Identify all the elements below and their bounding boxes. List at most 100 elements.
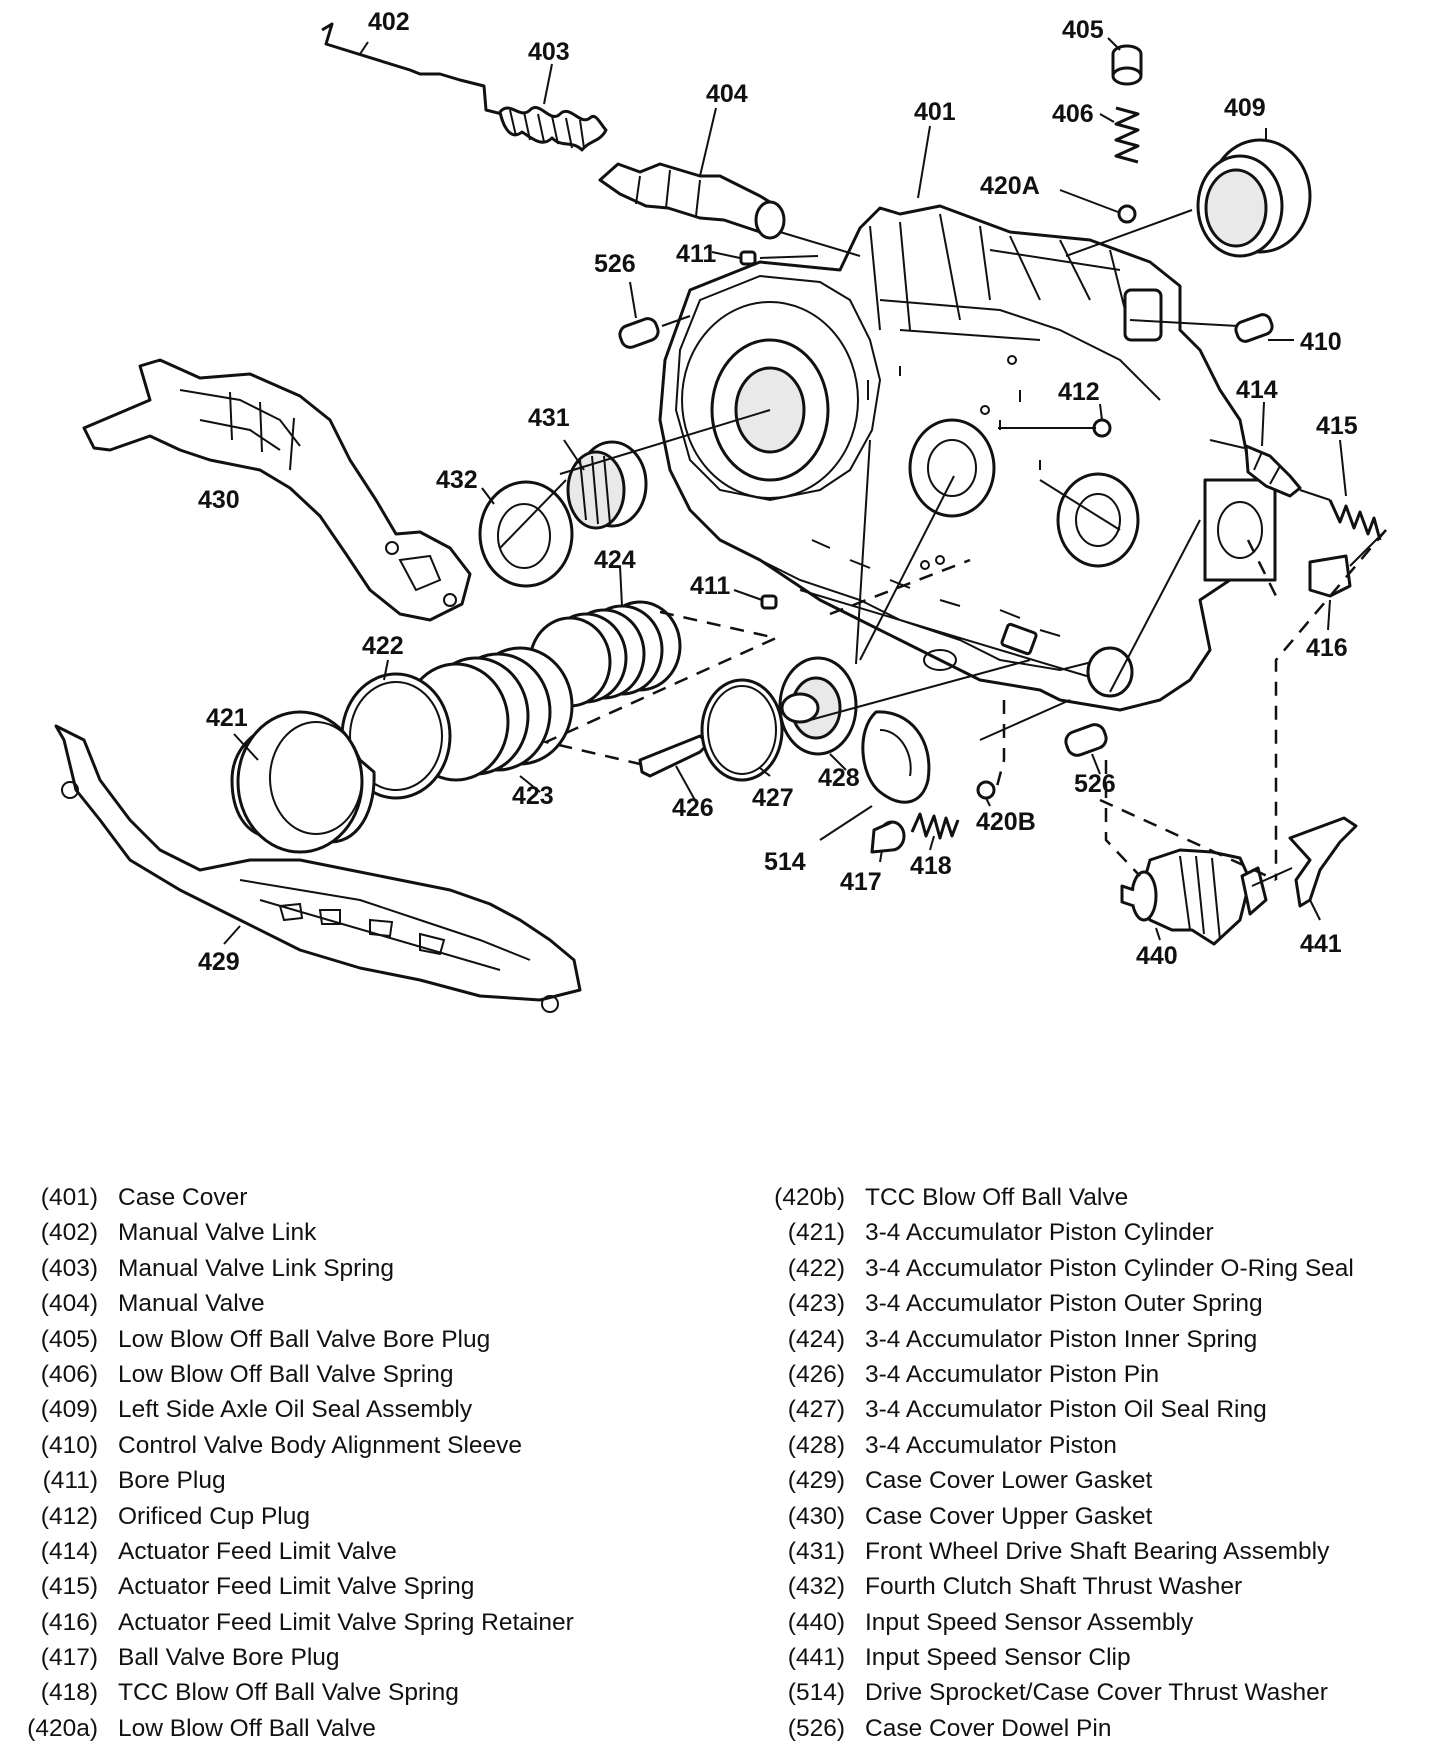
legend-part-number: (415) [40, 1573, 98, 1601]
legend-part-number: (411) [42, 1467, 98, 1495]
callout-432: 432 [436, 466, 478, 494]
sensor-clip-441 [1288, 816, 1358, 908]
legend-part-number: (424) [787, 1325, 845, 1353]
bore-plug-411b [760, 594, 778, 610]
callout-404: 404 [706, 80, 748, 108]
legend-row: (432)Fourth Clutch Shaft Thrust Washer [755, 1569, 1455, 1604]
legend-part-name: Manual Valve [118, 1290, 265, 1318]
parts-legend-left: (401)Case Cover(402)Manual Valve Link(40… [0, 1180, 740, 1746]
legend-part-number: (428) [787, 1431, 845, 1459]
legend-part-name: TCC Blow Off Ball Valve [865, 1184, 1129, 1211]
legend-part-name: Control Valve Body Alignment Sleeve [118, 1431, 523, 1459]
dashed-alignment-lines [542, 529, 1387, 882]
callout-403: 403 [528, 38, 570, 66]
legend-part-number: (426) [787, 1360, 845, 1388]
exploded-view-diagram: 402 403 404 401 405 406 409 420A 411 526… [54, 8, 1387, 1013]
callout-410: 410 [1300, 328, 1342, 356]
legend-part-name: Drive Sprocket/Case Cover Thrust Washer [865, 1679, 1328, 1707]
inner-spring-424 [528, 600, 682, 708]
feed-limit-valve-spring-415 [1328, 499, 1382, 541]
spring-retainer-416 [1308, 554, 1352, 598]
legend-row: (440)Input Speed Sensor Assembly [755, 1605, 1455, 1640]
ball-valve-spring-418 [910, 812, 960, 840]
feed-limit-valve-414 [1244, 444, 1302, 498]
legend-part-number: (430) [787, 1502, 845, 1530]
callout-441: 441 [1300, 930, 1342, 958]
callout-418: 418 [910, 852, 952, 880]
legend-row: (415) Actuator Feed Limit Valve Spring [0, 1569, 740, 1604]
manual-valve-404 [598, 162, 786, 240]
legend-part-name: 3-4 Accumulator Piston Pin [865, 1360, 1160, 1388]
spring-406 [1114, 106, 1140, 164]
legend-row: (431)Front Wheel Drive Shaft Bearing Ass… [755, 1534, 1455, 1569]
legend-part-number: (414) [40, 1537, 98, 1565]
callout-416: 416 [1306, 634, 1348, 662]
callout-424: 424 [594, 546, 636, 574]
legend-row: (405) Low Blow Off Ball Valve Bore Plug [0, 1322, 740, 1357]
thrust-washer-432 [478, 480, 574, 588]
legend-part-number: (423) [787, 1290, 845, 1318]
legend-part-name: 3-4 Accumulator Piston Inner Spring [865, 1325, 1258, 1353]
callout-412: 412 [1058, 378, 1100, 406]
legend-part-name: Left Side Axle Oil Seal Assembly [118, 1396, 473, 1424]
legend-part-name: Manual Valve Link [118, 1219, 317, 1247]
assembly-lines [499, 209, 1387, 887]
callout-430: 430 [198, 486, 240, 514]
legend-row: (403)Manual Valve Link Spring [0, 1251, 740, 1286]
legend-part-name: Orificed Cup Plug [118, 1502, 311, 1530]
legend-part-number: (404) [40, 1290, 98, 1318]
legend-part-number: (405) [40, 1325, 98, 1353]
legend-part-name: 3-4 Accumulator Piston Oil Seal Ring [865, 1396, 1267, 1424]
input-speed-sensor-440 [1120, 848, 1268, 946]
lower-gasket-429 [54, 724, 582, 1013]
legend-row: (404) Manual Valve [0, 1286, 740, 1321]
legend-row: (412)Orificed Cup Plug [0, 1499, 740, 1534]
legend-part-name: Case Cover Lower Gasket [865, 1467, 1153, 1495]
callout-411: 411 [676, 240, 716, 268]
ball-valve-bore-plug-417 [870, 820, 906, 854]
legend-part-name: 3-4 Accumulator Piston Outer Spring [865, 1290, 1263, 1318]
legend-part-number: (422) [787, 1254, 845, 1282]
manual-valve-link-spring-403 [498, 106, 608, 152]
bore-plug-411a [739, 250, 757, 266]
callout-406: 406 [1052, 100, 1094, 128]
legend-part-number: (401) [40, 1184, 98, 1211]
piston-cylinder-421 [230, 710, 376, 854]
callout-labels: 402 403 404 401 405 406 409 420A 411 526… [198, 8, 1358, 976]
legend-part-number: (418) [40, 1679, 98, 1707]
callout-402: 402 [368, 8, 410, 36]
legend-row: (441)Input Speed Sensor Clip [755, 1640, 1455, 1675]
sprocket-thrust-washer-514 [861, 710, 931, 804]
legend-row: (420b) TCC Blow Off Ball Valve [755, 1180, 1455, 1215]
legend-part-number: (409) [40, 1396, 98, 1424]
callout-526: 526 [1074, 770, 1116, 798]
legend-part-number: (440) [787, 1608, 845, 1636]
ball-valve-420b [976, 780, 996, 800]
callout-428: 428 [818, 764, 860, 792]
shaft-bearing-431 [566, 440, 648, 530]
callout-415: 415 [1316, 412, 1358, 440]
callout-414: 414 [1236, 376, 1278, 404]
legend-row: (424) 3-4 Accumulator Piston Inner Spring [755, 1322, 1455, 1357]
upper-gasket-430 [82, 358, 472, 622]
legend-part-name: Case Cover Upper Gasket [865, 1502, 1153, 1530]
callout-423: 423 [512, 782, 554, 810]
leader-lines [223, 37, 1347, 945]
callout-409: 409 [1224, 94, 1266, 122]
legend-part-name: Low Blow Off Ball Valve [118, 1714, 376, 1742]
oil-seal-ring-427 [700, 678, 784, 782]
legend-part-name: Actuator Feed Limit Valve Spring [118, 1573, 475, 1601]
legend-row: (406)Low Blow Off Ball Valve Spring [0, 1357, 740, 1392]
legend-part-number: (420b) [774, 1184, 845, 1211]
legend-part-number: (402) [40, 1219, 98, 1247]
callout-401: 401 [914, 98, 956, 126]
legend-part-name: Low Blow Off Ball Valve Bore Plug [118, 1325, 491, 1353]
ball-valve-420a [1117, 204, 1137, 224]
legend-row: (422) 3-4 Accumulator Piston Cylinder O-R… [755, 1251, 1455, 1286]
legend-part-number: (417) [40, 1644, 98, 1672]
legend-part-number: (441) [787, 1644, 845, 1672]
legend-part-number: (406) [40, 1360, 98, 1388]
legend-row: (426) 3-4 Accumulator Piston Pin [755, 1357, 1455, 1392]
callout-526: 526 [594, 250, 636, 278]
legend-part-name: 3-4 Accumulator Piston Cylinder O-Ring S… [865, 1254, 1354, 1282]
